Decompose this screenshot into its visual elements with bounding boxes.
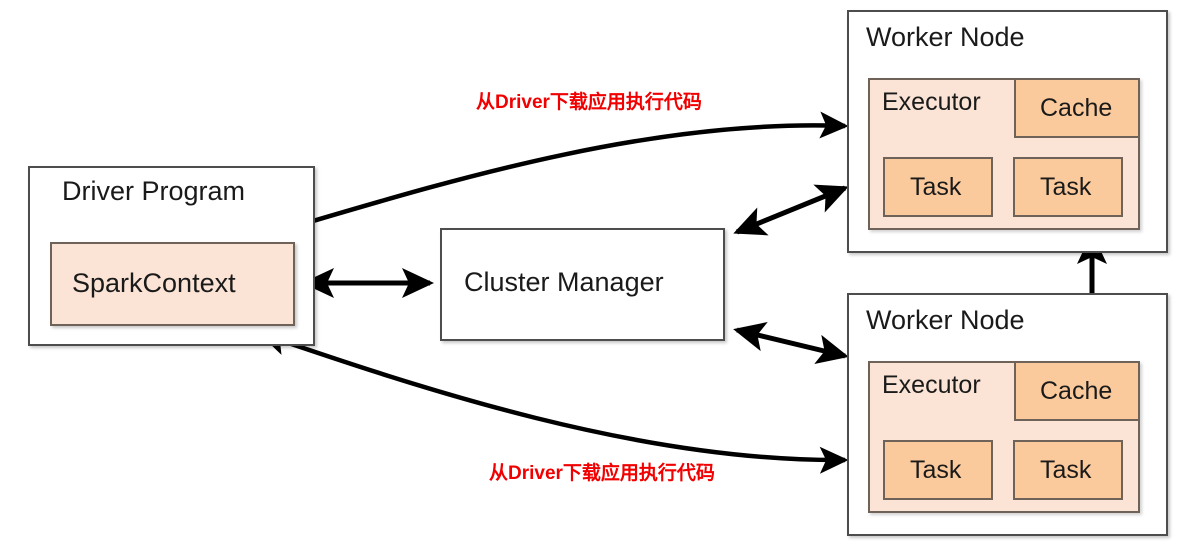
task-2a-box[interactable] <box>883 440 993 500</box>
task-1a-label: Task <box>910 173 962 201</box>
cache-2-label: Cache <box>1040 377 1113 405</box>
task-1b-label: Task <box>1040 173 1092 201</box>
annotation-download-code-top: 从Driver下载应用执行代码 <box>476 92 702 113</box>
spark-context-label: SparkContext <box>72 268 236 298</box>
executor-1-label: Executor <box>882 88 981 116</box>
arrow-driver-worker1-curved <box>258 111 849 242</box>
task-2b-box[interactable] <box>1013 440 1123 500</box>
driver-program-title: Driver Program <box>62 176 246 206</box>
spark-context-box[interactable] <box>50 242 295 326</box>
task-1b-box[interactable] <box>1013 157 1123 217</box>
arrow-driver-worker2-curved <box>258 329 849 474</box>
arrow-clustermanager-worker1 <box>733 184 849 236</box>
cache-1-label: Cache <box>1040 94 1113 122</box>
executor-2-label: Executor <box>882 371 981 399</box>
cache-2-box[interactable] <box>1014 361 1140 421</box>
task-2b-label: Task <box>1040 456 1092 484</box>
cache-1-box[interactable] <box>1014 78 1140 138</box>
worker-node-1-title: Worker Node <box>866 22 1025 52</box>
arrow-clustermanager-worker2 <box>733 321 849 365</box>
cluster-manager-box[interactable] <box>440 228 725 341</box>
worker-node-2-title: Worker Node <box>866 305 1025 335</box>
task-2a-label: Task <box>910 456 962 484</box>
annotation-download-code-bottom: 从Driver下载应用执行代码 <box>489 463 715 484</box>
task-1a-box[interactable] <box>883 157 993 217</box>
cluster-manager-label: Cluster Manager <box>464 267 664 297</box>
